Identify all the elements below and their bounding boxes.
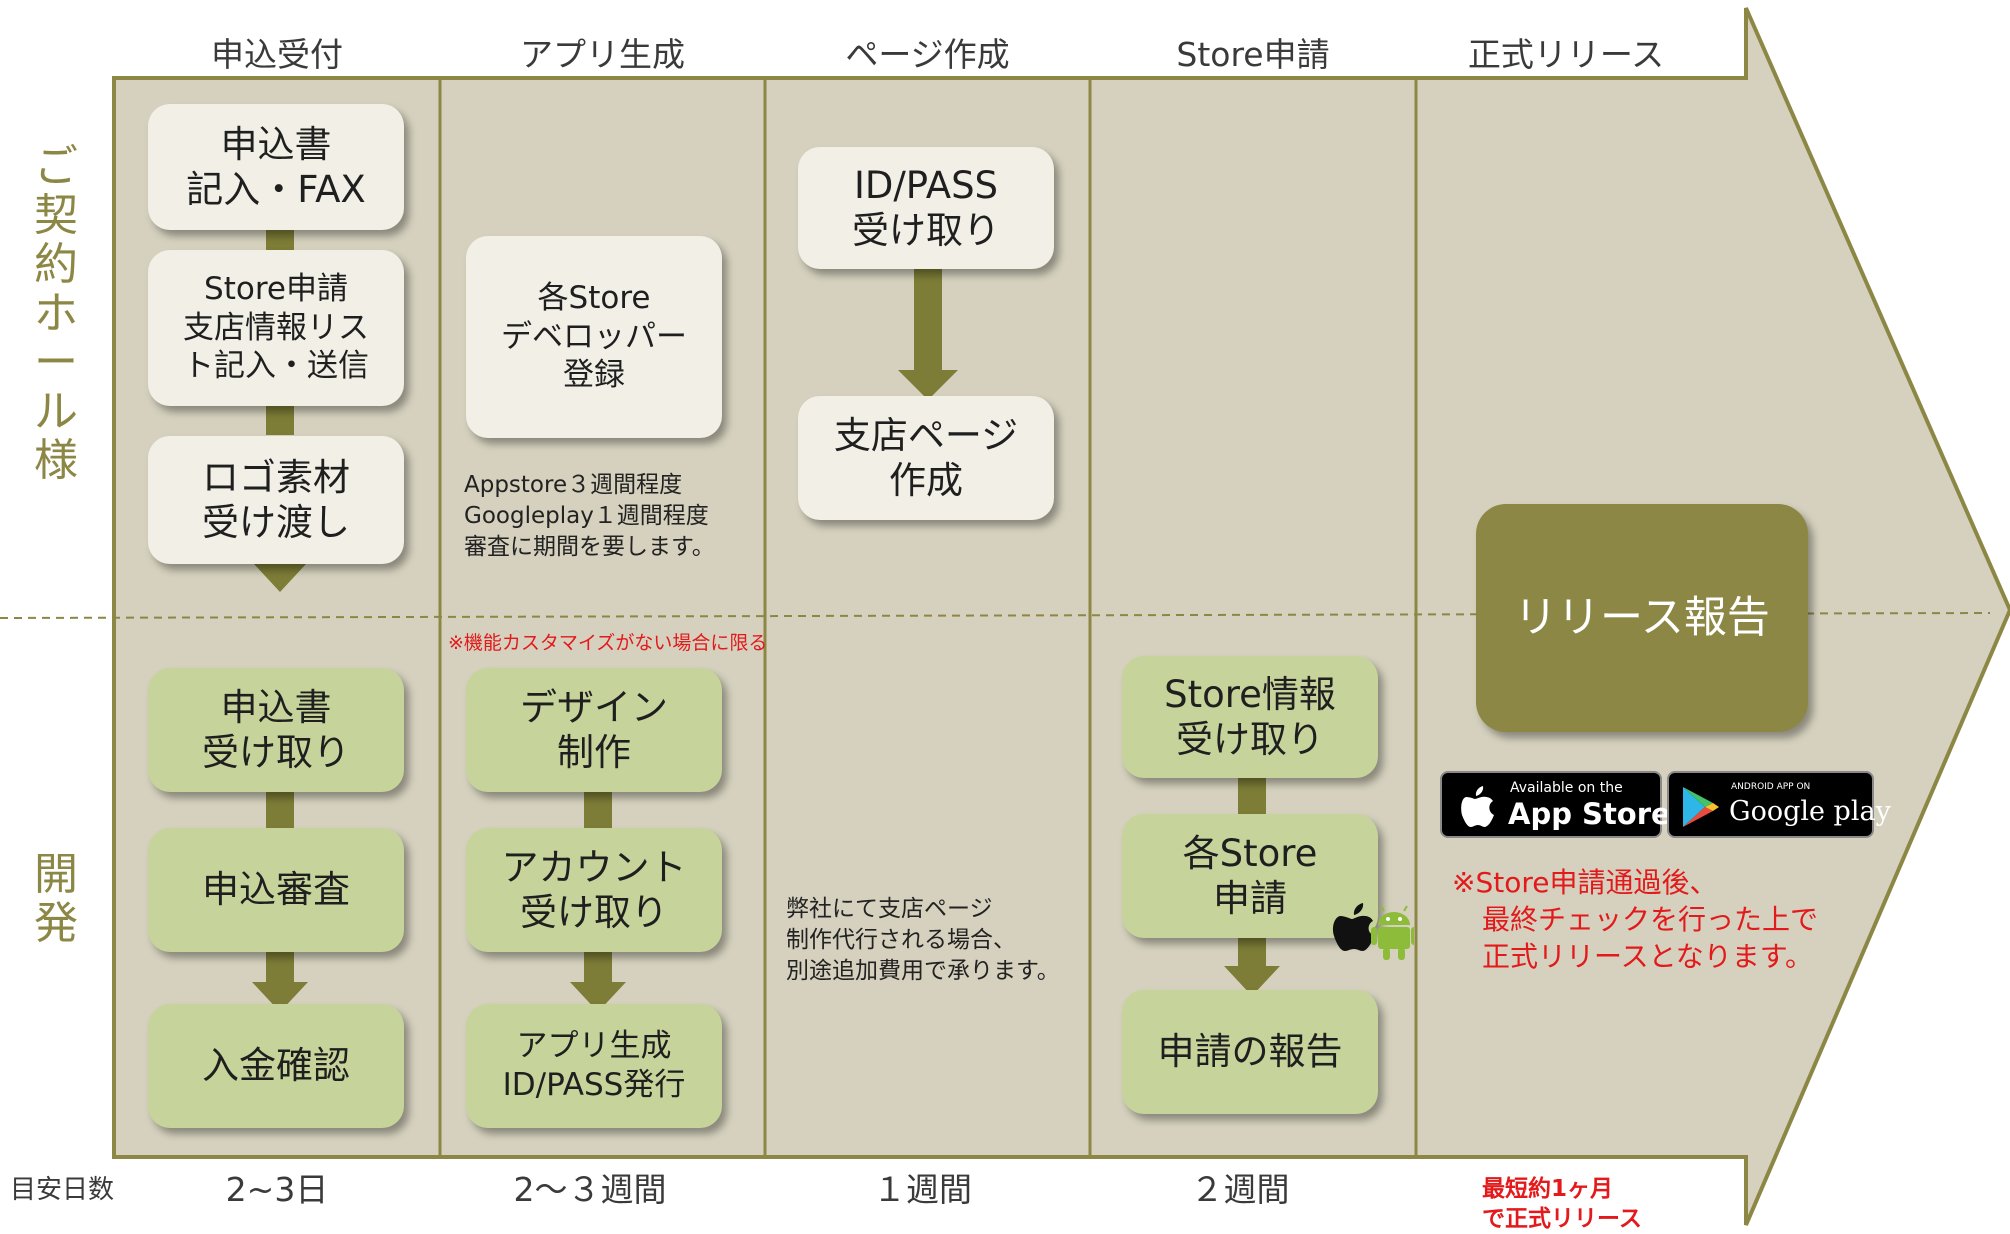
duration-official-release: 最短約1ヶ月 で正式リリース xyxy=(1482,1176,1642,1232)
app-store-badge[interactable]: Available on the App Store xyxy=(1440,771,1671,838)
duration-app-generation: 2～３週間 xyxy=(513,1170,667,1209)
release-condition-note: ※Store申請通過後、 最終チェックを行った上で 正式リリースとなります。 xyxy=(1452,866,1819,973)
google-play-badge[interactable]: ANDROID APP ON Google play xyxy=(1667,771,1891,838)
footer-label-estimated-days: 目安日数 xyxy=(10,1175,115,1205)
app-store-small-text: Available on the xyxy=(1510,780,1623,796)
phase-header-official-release: 正式リリース xyxy=(1467,35,1665,74)
google-play-small-text: ANDROID APP ON xyxy=(1731,782,1811,792)
row-label-development: 開発 xyxy=(34,849,78,949)
duration-application: 2~3日 xyxy=(225,1170,329,1209)
phase-header-application: 申込受付 xyxy=(211,35,343,74)
apple-logo-icon xyxy=(1461,786,1494,827)
step-form-fax: 申込書記入・FAX xyxy=(148,104,404,230)
google-play-big-text: Google play xyxy=(1729,796,1891,827)
step-payment-confirmation: 入金確認 xyxy=(148,1004,404,1128)
phase-header-app-generation: アプリ生成 xyxy=(520,35,685,74)
android-icon xyxy=(1371,905,1414,960)
step-store-info-receive: Store情報受け取り xyxy=(1122,656,1378,778)
step-account-receive: アカウント受け取り xyxy=(466,828,722,952)
apple-icon xyxy=(1332,903,1374,951)
row-label-customer: ご契約ホール様 xyxy=(34,141,78,486)
step-branch-page-creation: 支店ページ作成 xyxy=(798,396,1054,520)
app-store-big-text: App Store xyxy=(1508,797,1671,831)
google-play-icon xyxy=(1683,787,1719,827)
step-release-report: リリース報告 xyxy=(1476,504,1808,732)
duration-store-application: ２週間 xyxy=(1190,1170,1290,1209)
step-form-receive: 申込書受け取り xyxy=(148,668,404,792)
step-store-info-list: Store申請支店情報リスト記入・送信 xyxy=(148,250,404,406)
step-design-production: デザイン制作 xyxy=(466,668,722,792)
step-logo-handover: ロゴ素材受け渡し xyxy=(148,436,404,564)
duration-page-creation: １週間 xyxy=(873,1170,972,1209)
step-application-review: 申込審査 xyxy=(148,828,404,952)
phase-header-page-creation: ページ作成 xyxy=(845,35,1010,74)
step-submission-report: 申請の報告 xyxy=(1122,990,1378,1114)
apple-android-icons xyxy=(1332,903,1414,960)
custom-feature-note: ※機能カスタマイズがない場合に限る xyxy=(448,632,768,654)
phase-header-store-application: Store申請 xyxy=(1176,35,1330,74)
branch-page-proxy-note: 弊社にて支店ページ制作代行される場合、別途追加費用で承ります。 xyxy=(786,896,1060,984)
